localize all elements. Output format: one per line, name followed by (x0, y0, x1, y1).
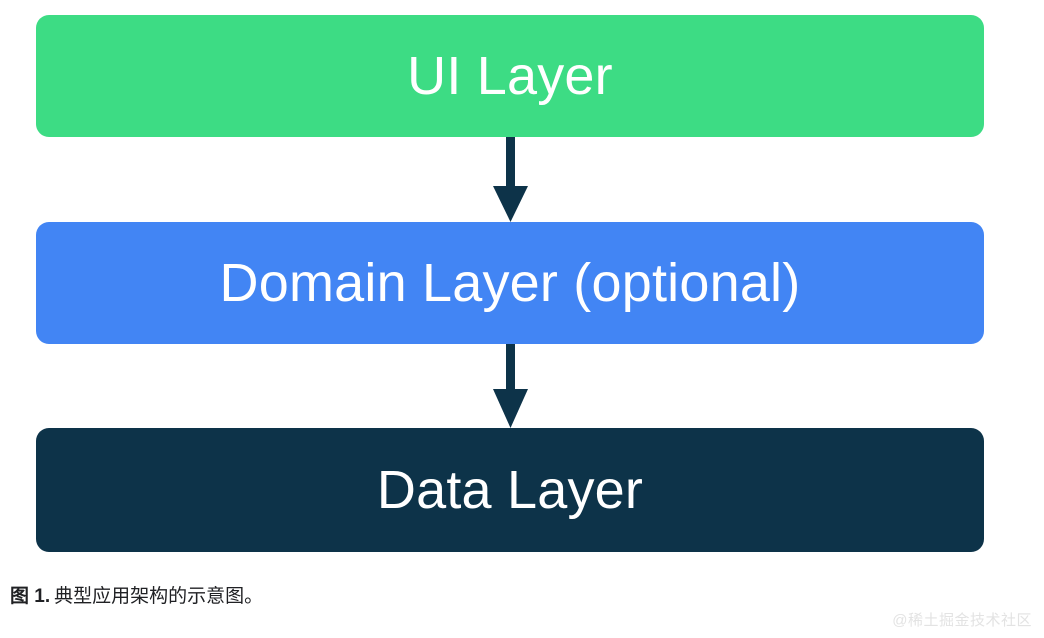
arrow-down-icon-ui-to-domain (493, 137, 528, 222)
layer-box-data: Data Layer (36, 428, 984, 552)
figure-caption-number: 图 1. (10, 586, 51, 607)
figure-caption: 图 1.典型应用架构的示意图。 (10, 585, 263, 610)
layer-label-ui: UI Layer (407, 46, 613, 106)
layer-label-data: Data Layer (376, 460, 644, 520)
layer-box-domain: Domain Layer (optional) (36, 222, 984, 344)
layer-box-ui: UI Layer (36, 15, 984, 137)
layer-label-domain: Domain Layer (optional) (219, 253, 801, 313)
arrow-down-icon-domain-to-data (493, 344, 528, 428)
figure-caption-text: 典型应用架构的示意图。 (54, 586, 264, 607)
watermark: @稀土掘金技术社区 (892, 612, 1032, 629)
